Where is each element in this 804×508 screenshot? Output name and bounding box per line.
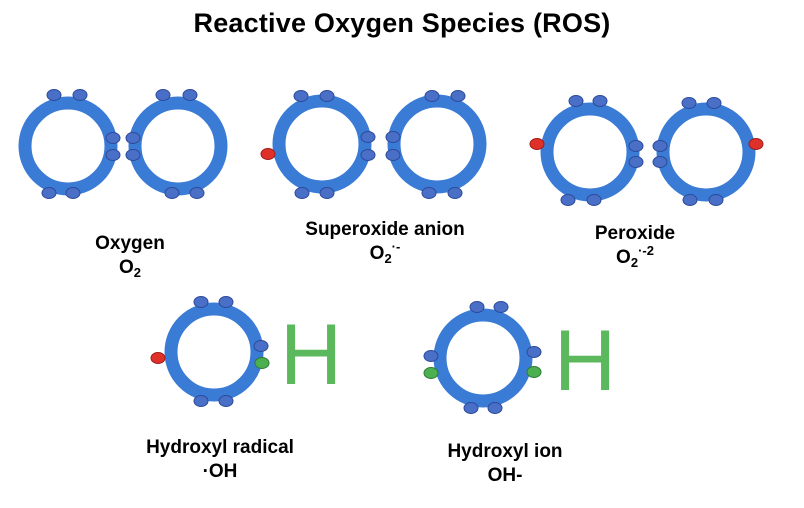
electron [586, 194, 602, 206]
electron [182, 89, 198, 101]
electron [421, 187, 437, 199]
electron [41, 187, 57, 199]
species-formula: O2·-2 [616, 243, 654, 270]
electron [46, 89, 62, 101]
electron [385, 149, 401, 161]
electron [385, 131, 401, 143]
electron [526, 346, 542, 358]
species-name: Oxygen [95, 233, 165, 254]
electron [125, 132, 141, 144]
electron [708, 194, 724, 206]
oxygen-atom-ring [540, 102, 640, 202]
electron [293, 90, 309, 102]
species-name: Peroxide [594, 223, 676, 244]
oxygen-atom-ring [387, 94, 487, 194]
label-hydroxyl-ion: Hydroxyl ion OH- [405, 440, 605, 488]
electron [319, 90, 335, 102]
oxygen-atom-ring [164, 302, 264, 402]
electron [493, 301, 509, 313]
electron [360, 149, 376, 161]
electron [319, 187, 335, 199]
hydrogen-electron [423, 367, 439, 379]
electron [424, 90, 440, 102]
unpaired-electron [260, 148, 276, 160]
species-formula: ·OH [202, 461, 238, 482]
label-hydroxyl-radical: Hydroxyl radical ·OH [120, 436, 320, 484]
electron [294, 187, 310, 199]
electron [218, 296, 234, 308]
species-formula: O2·- [369, 239, 401, 266]
label-peroxide: Peroxide O2·-2 [565, 222, 705, 270]
electron [681, 97, 697, 109]
electron [253, 340, 269, 352]
electron [487, 402, 503, 414]
electron [463, 402, 479, 414]
species-name: Hydroxyl ion [447, 441, 563, 462]
hydrogen-electron [526, 366, 542, 378]
electron [423, 350, 439, 362]
electron [218, 395, 234, 407]
electron [72, 89, 88, 101]
electron [682, 194, 698, 206]
electron [193, 395, 209, 407]
electron [628, 156, 644, 168]
oxygen-atom-ring [272, 94, 372, 194]
electron [450, 90, 466, 102]
electron [65, 187, 81, 199]
electron [360, 131, 376, 143]
species-formula: O2 [118, 257, 141, 280]
electron [155, 89, 171, 101]
oxygen-atom-ring [128, 96, 228, 196]
electron [560, 194, 576, 206]
electron [652, 140, 668, 152]
electron [469, 301, 485, 313]
electron [105, 149, 121, 161]
label-oxygen: Oxygen O2 [60, 232, 200, 280]
oxygen-atom-ring [433, 308, 533, 408]
hydrogen-symbol: H [554, 313, 616, 409]
unpaired-electron [748, 138, 764, 150]
electron [652, 156, 668, 168]
hydrogen-symbol: H [280, 307, 342, 403]
unpaired-electron [150, 352, 166, 364]
oxygen-atom-ring [18, 96, 118, 196]
electron [105, 132, 121, 144]
electron [164, 187, 180, 199]
diagram-title: Reactive Oxygen Species (ROS) [193, 8, 611, 38]
electron [125, 149, 141, 161]
species-formula: OH- [487, 465, 523, 486]
oxygen-atom-ring [656, 102, 756, 202]
electron [592, 95, 608, 107]
electron [706, 97, 722, 109]
electron [189, 187, 205, 199]
species-name: Hydroxyl radical [146, 437, 294, 458]
electron [447, 187, 463, 199]
label-superoxide: Superoxide anion O2·- [285, 218, 485, 266]
electron [193, 296, 209, 308]
species-name: Superoxide anion [305, 219, 465, 240]
electron [628, 140, 644, 152]
unpaired-electron [529, 138, 545, 150]
hydrogen-electron [254, 357, 270, 369]
electron [568, 95, 584, 107]
